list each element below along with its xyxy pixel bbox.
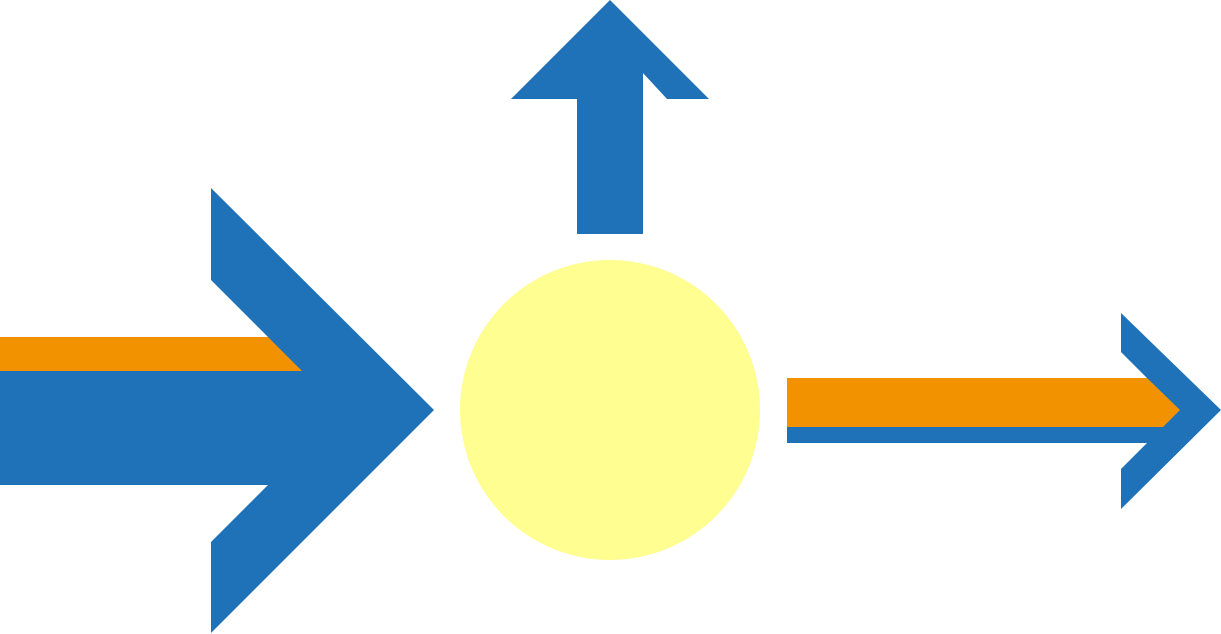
up-arrow-icon bbox=[511, 0, 709, 234]
input-arrow-icon bbox=[0, 188, 434, 633]
input-stripe bbox=[0, 337, 302, 371]
output-stripe bbox=[787, 378, 1180, 427]
node-circle bbox=[460, 260, 760, 560]
